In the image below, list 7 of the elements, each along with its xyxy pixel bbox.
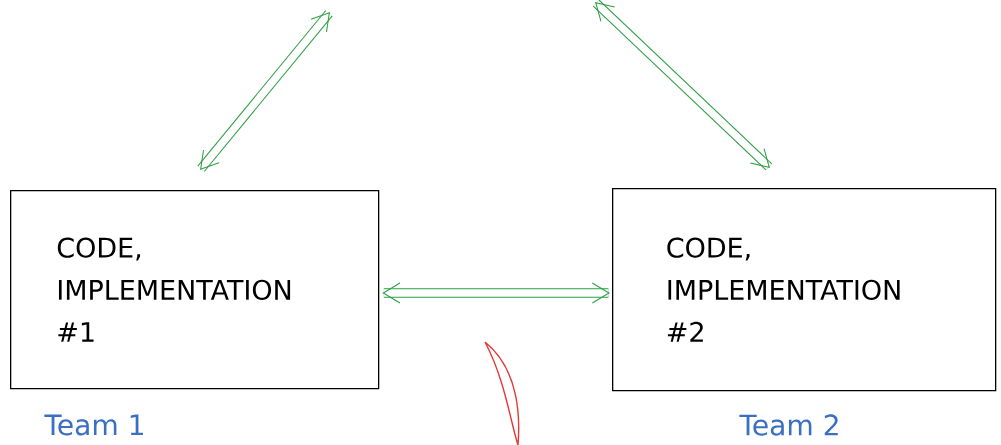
double-arrow (197, 10, 333, 172)
team-label: Team 1 (44, 414, 143, 436)
double-arrow (592, 0, 773, 171)
double-arrow (382, 282, 610, 304)
code-box: CODE, IMPLEMENTATION #2 (612, 188, 997, 392)
code-box: CODE, IMPLEMENTATION #1 (10, 190, 380, 390)
team-label: Team 2 (739, 414, 838, 436)
